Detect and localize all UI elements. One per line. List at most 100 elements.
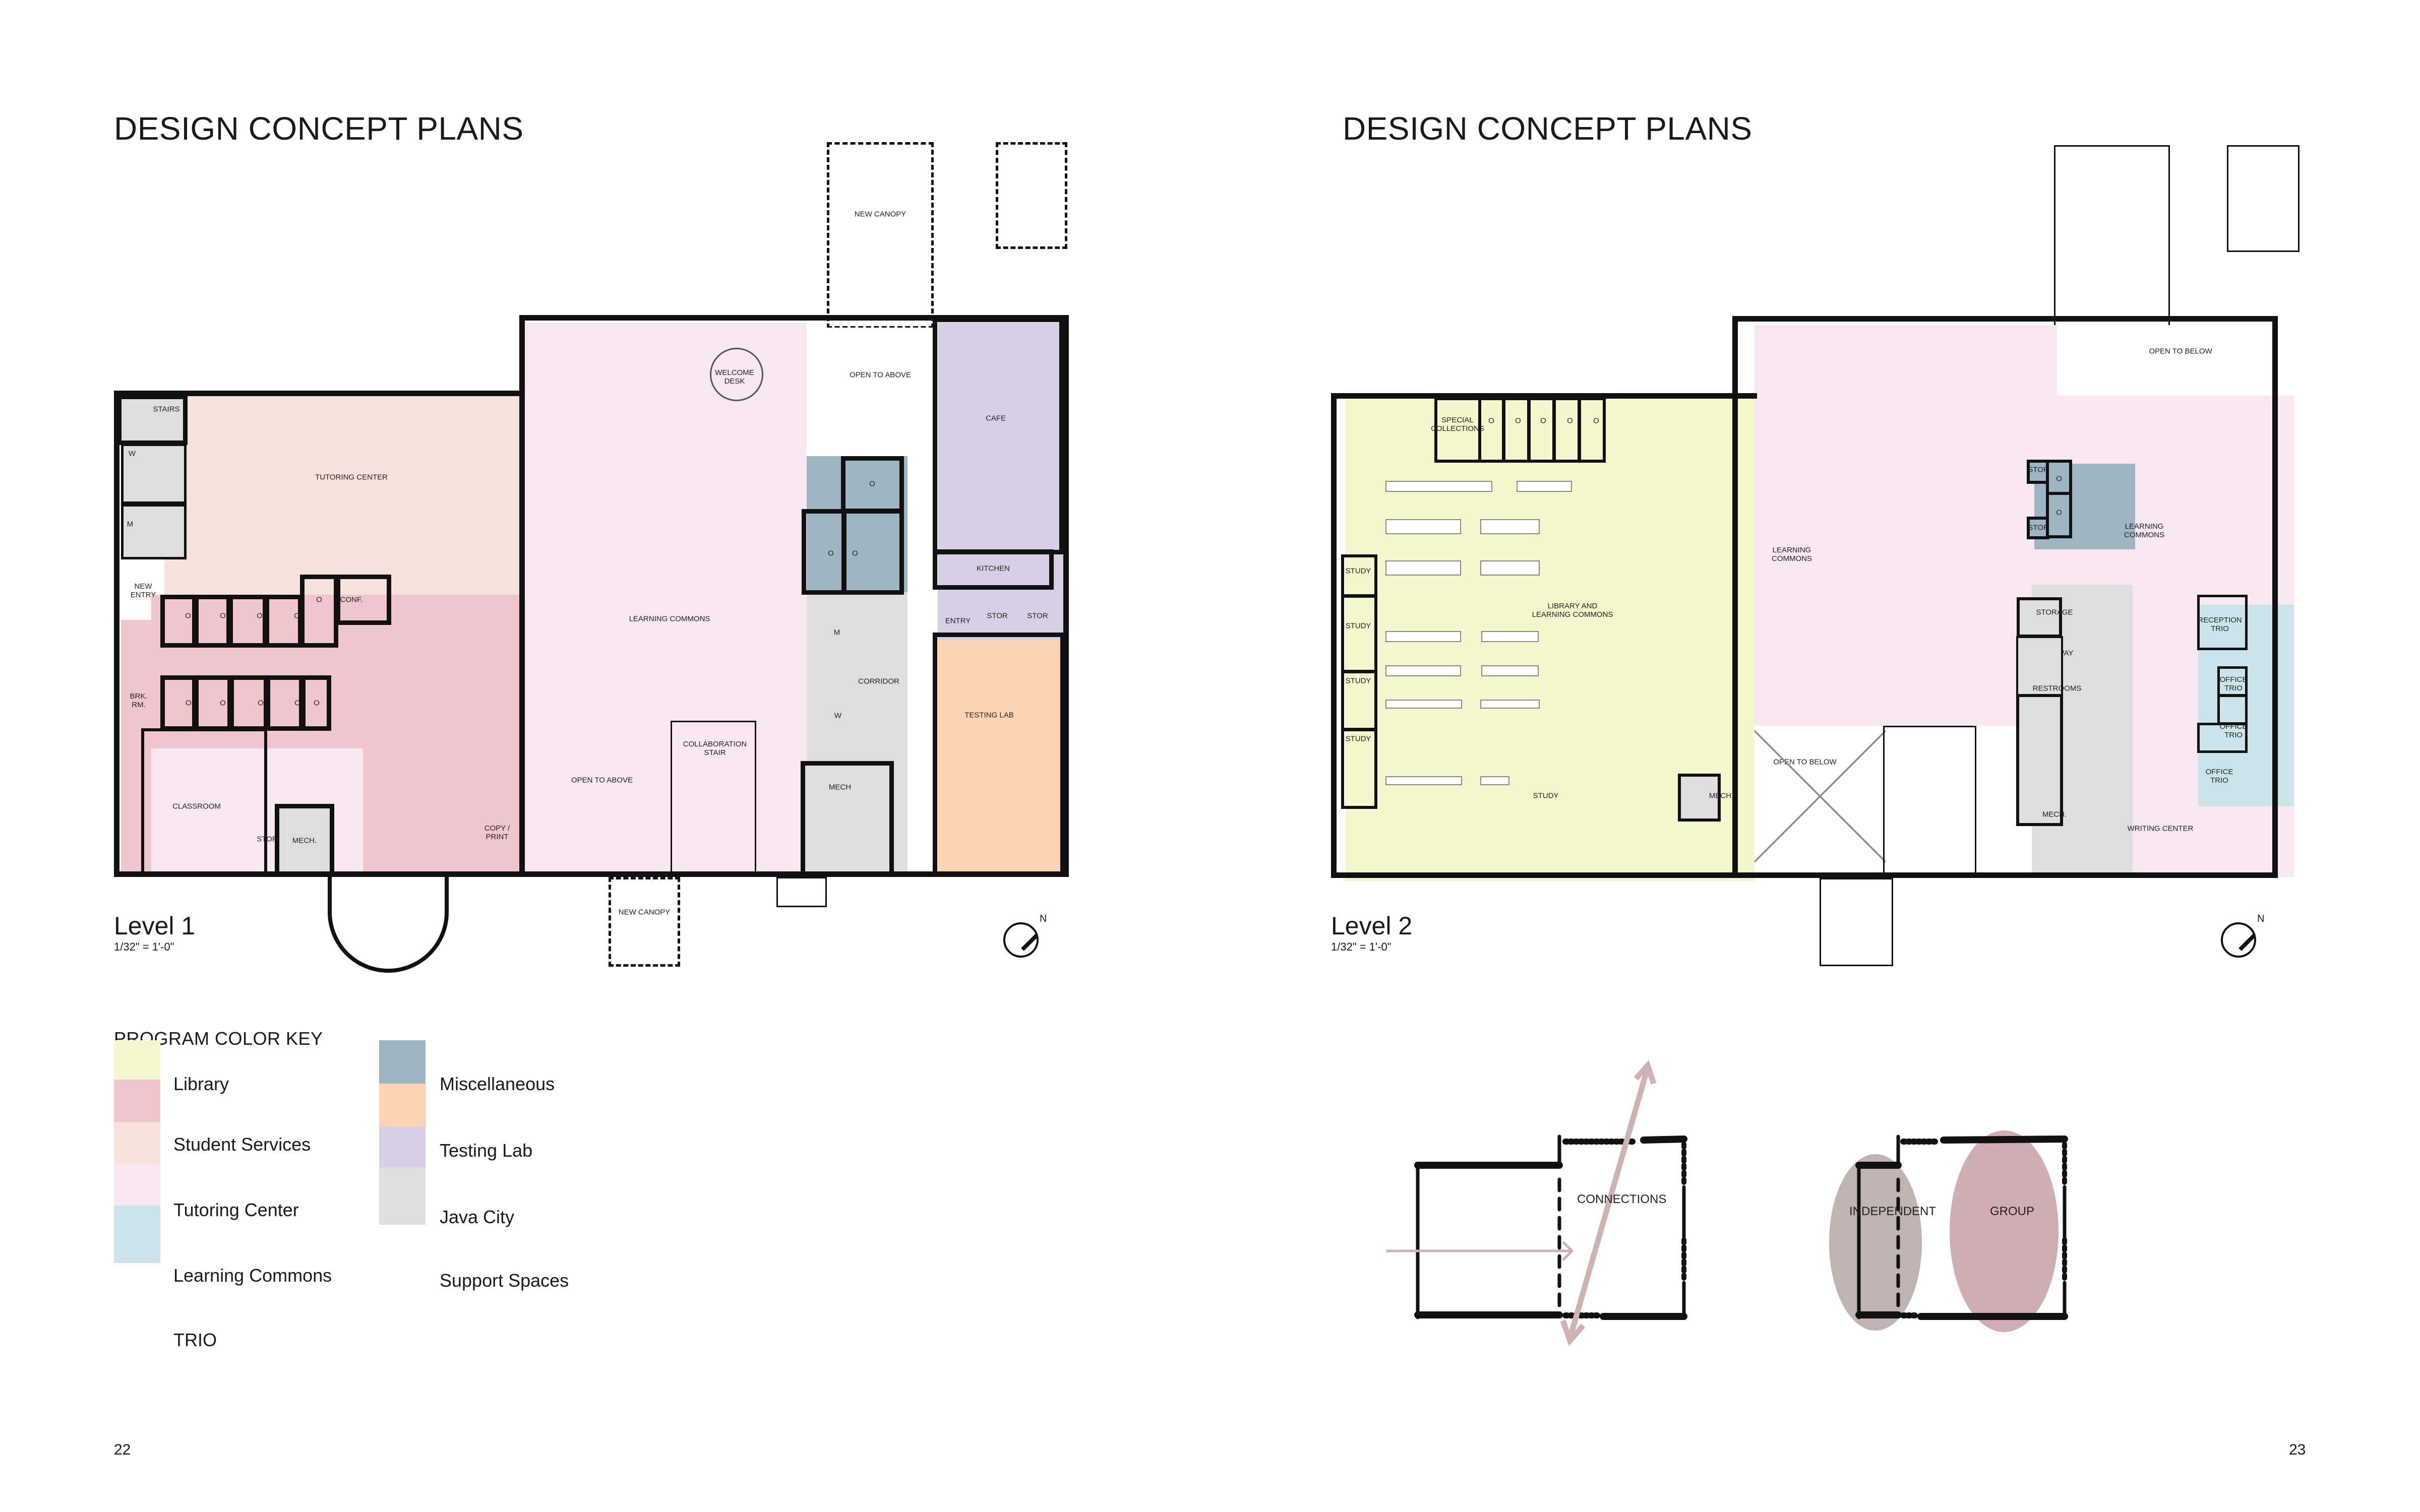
room-label-learning-commons: LEARNING COMMONS <box>629 614 710 623</box>
room-mech-l2-2[interactable] <box>2016 694 2063 826</box>
zone-writing-center <box>2133 806 2294 877</box>
library-table <box>1481 631 1539 642</box>
room-label-men: M <box>833 628 840 637</box>
room-label-office: O <box>1540 416 1546 425</box>
roof-element-1 <box>2054 145 2170 327</box>
room-label-office-trio: OFFICE TRIO <box>2205 767 2233 785</box>
library-table <box>1480 560 1540 576</box>
room-label-new-entry: NEW ENTRY <box>130 582 156 599</box>
right-page-title: DESIGN CONCEPT PLANS <box>1343 110 1752 147</box>
room-mech-l2[interactable] <box>1678 774 1721 822</box>
room-restrooms[interactable] <box>2016 636 2063 697</box>
zone-testing-lab <box>938 640 1066 877</box>
room-label-copy-print: COPY / PRINT <box>484 824 510 841</box>
level-2-label: Level 2 <box>1331 912 1413 940</box>
room-label-study: STUDY <box>1345 566 1371 576</box>
library-shelf <box>1480 700 1540 709</box>
rotunda <box>328 877 449 973</box>
group-bubble <box>1950 1130 2059 1332</box>
office-10[interactable] <box>301 675 331 731</box>
room-stairs[interactable] <box>117 395 188 445</box>
room-label-stor: STOR <box>987 611 1008 620</box>
room-label-mech: MECH <box>828 783 852 792</box>
library-shelf <box>1385 700 1462 709</box>
north-label: N <box>2257 913 2265 924</box>
page-number-right: 23 <box>2289 1441 2306 1458</box>
swatch-trio <box>114 1206 160 1263</box>
new-canopy-top <box>827 142 934 329</box>
misc-office-3[interactable] <box>842 509 904 595</box>
library-table <box>1480 519 1540 534</box>
new-canopy-bottom <box>609 877 680 967</box>
room-label-office: O <box>1593 416 1599 425</box>
swatch-support-spaces <box>379 1167 426 1225</box>
misc-office-l2-1[interactable] <box>2046 460 2072 495</box>
room-label-office: O <box>314 699 320 708</box>
room-reception-trio[interactable] <box>2197 595 2248 650</box>
entry-vestibule <box>776 877 827 907</box>
misc-office-l2-2[interactable] <box>2046 492 2072 538</box>
room-label-office: O <box>257 611 263 620</box>
room-label-classroom: CLASSROOM <box>172 802 221 811</box>
room-label-office: O <box>1488 416 1494 425</box>
library-office-5[interactable] <box>1578 397 1606 463</box>
room-label-office: O <box>186 699 192 708</box>
room-label-kitchen: KITCHEN <box>977 564 1010 573</box>
concept-diagrams: CONNECTIONS INDEPENDENT GROUP <box>1361 1058 2344 1361</box>
room-label-study: STUDY <box>1345 621 1371 631</box>
library-table <box>1385 519 1461 534</box>
room-label-library-commons: LIBRARY AND LEARNING COMMONS <box>1532 601 1613 619</box>
outdoor-seating-canopy <box>996 142 1067 249</box>
room-label-entry: ENTRY <box>945 616 971 625</box>
room-label-storage: STORAGE <box>2036 608 2073 617</box>
room-label-office: O <box>316 595 322 604</box>
room-label-stor: STOR <box>257 835 278 844</box>
room-label-corridor: CORRIDOR <box>858 677 899 686</box>
room-label-office: O <box>294 611 300 620</box>
room-label-study: STUDY <box>1345 734 1371 743</box>
room-conf[interactable] <box>336 575 391 625</box>
room-label-office: O <box>828 549 834 558</box>
room-label-writing-center: WRITING CENTER <box>2127 824 2194 833</box>
room-label-stor: STOR <box>2028 465 2049 474</box>
room-label-learning-commons: LEARNING COMMONS <box>1772 545 1812 563</box>
room-label-stairs: STAIRS <box>153 405 180 414</box>
room-label-conf: CONF. <box>340 595 363 604</box>
key-label-testing-lab: Testing Lab <box>440 1140 533 1161</box>
room-restroom-men[interactable] <box>121 504 187 559</box>
group-label: GROUP <box>1990 1205 2034 1218</box>
room-mech-2[interactable] <box>801 761 894 877</box>
room-label-stor: STOR <box>1027 611 1048 620</box>
room-label-office: O <box>2056 474 2062 483</box>
level-2-floor-plan: SPECIAL COLLECTIONS O O O O O STUDY STUD… <box>1331 145 2300 966</box>
room-office-trio-3[interactable] <box>2197 723 2248 753</box>
zone-learning-commons-2 <box>1754 325 2057 728</box>
exterior-wall-l2-west <box>1331 393 1757 878</box>
room-label-restrooms: RESTROOMS <box>2032 684 2082 693</box>
welcome-desk-icon <box>710 348 763 401</box>
room-label-women: W <box>128 449 136 458</box>
library-table <box>1385 665 1461 676</box>
open-to-below-x <box>1754 726 1886 867</box>
room-label-open-to-above: OPEN TO ABOVE <box>571 776 633 785</box>
room-label-office: O <box>852 549 858 558</box>
study-room-4[interactable] <box>1341 728 1377 809</box>
key-label-student-services: Student Services <box>173 1134 311 1155</box>
connections-label: CONNECTIONS <box>1577 1192 1666 1206</box>
page-number-left: 22 <box>114 1441 131 1458</box>
compass-icon: N <box>1003 913 1047 958</box>
library-table <box>1481 665 1539 676</box>
level-1-floor-plan: NEW CANOPY NEW CANOPY STAIRS W M NEW ENT… <box>0 0 1210 1008</box>
room-label-office: O <box>258 699 264 708</box>
compass-icon: N <box>2221 913 2264 958</box>
room-label-mech: MECH. <box>292 836 317 845</box>
independent-bubble <box>1829 1154 1922 1331</box>
room-kitchen[interactable] <box>933 549 1054 590</box>
level-2-scale: 1/32" = 1'-0" <box>1331 940 1392 953</box>
library-shelf <box>1517 481 1572 492</box>
room-label-special-collections: SPECIAL COLLECTIONS <box>1431 415 1484 433</box>
library-table <box>1385 631 1461 642</box>
level-1-scale: 1/32" = 1'-0" <box>114 940 174 953</box>
room-restroom-women[interactable] <box>121 444 187 504</box>
room-label-office: O <box>220 611 226 620</box>
